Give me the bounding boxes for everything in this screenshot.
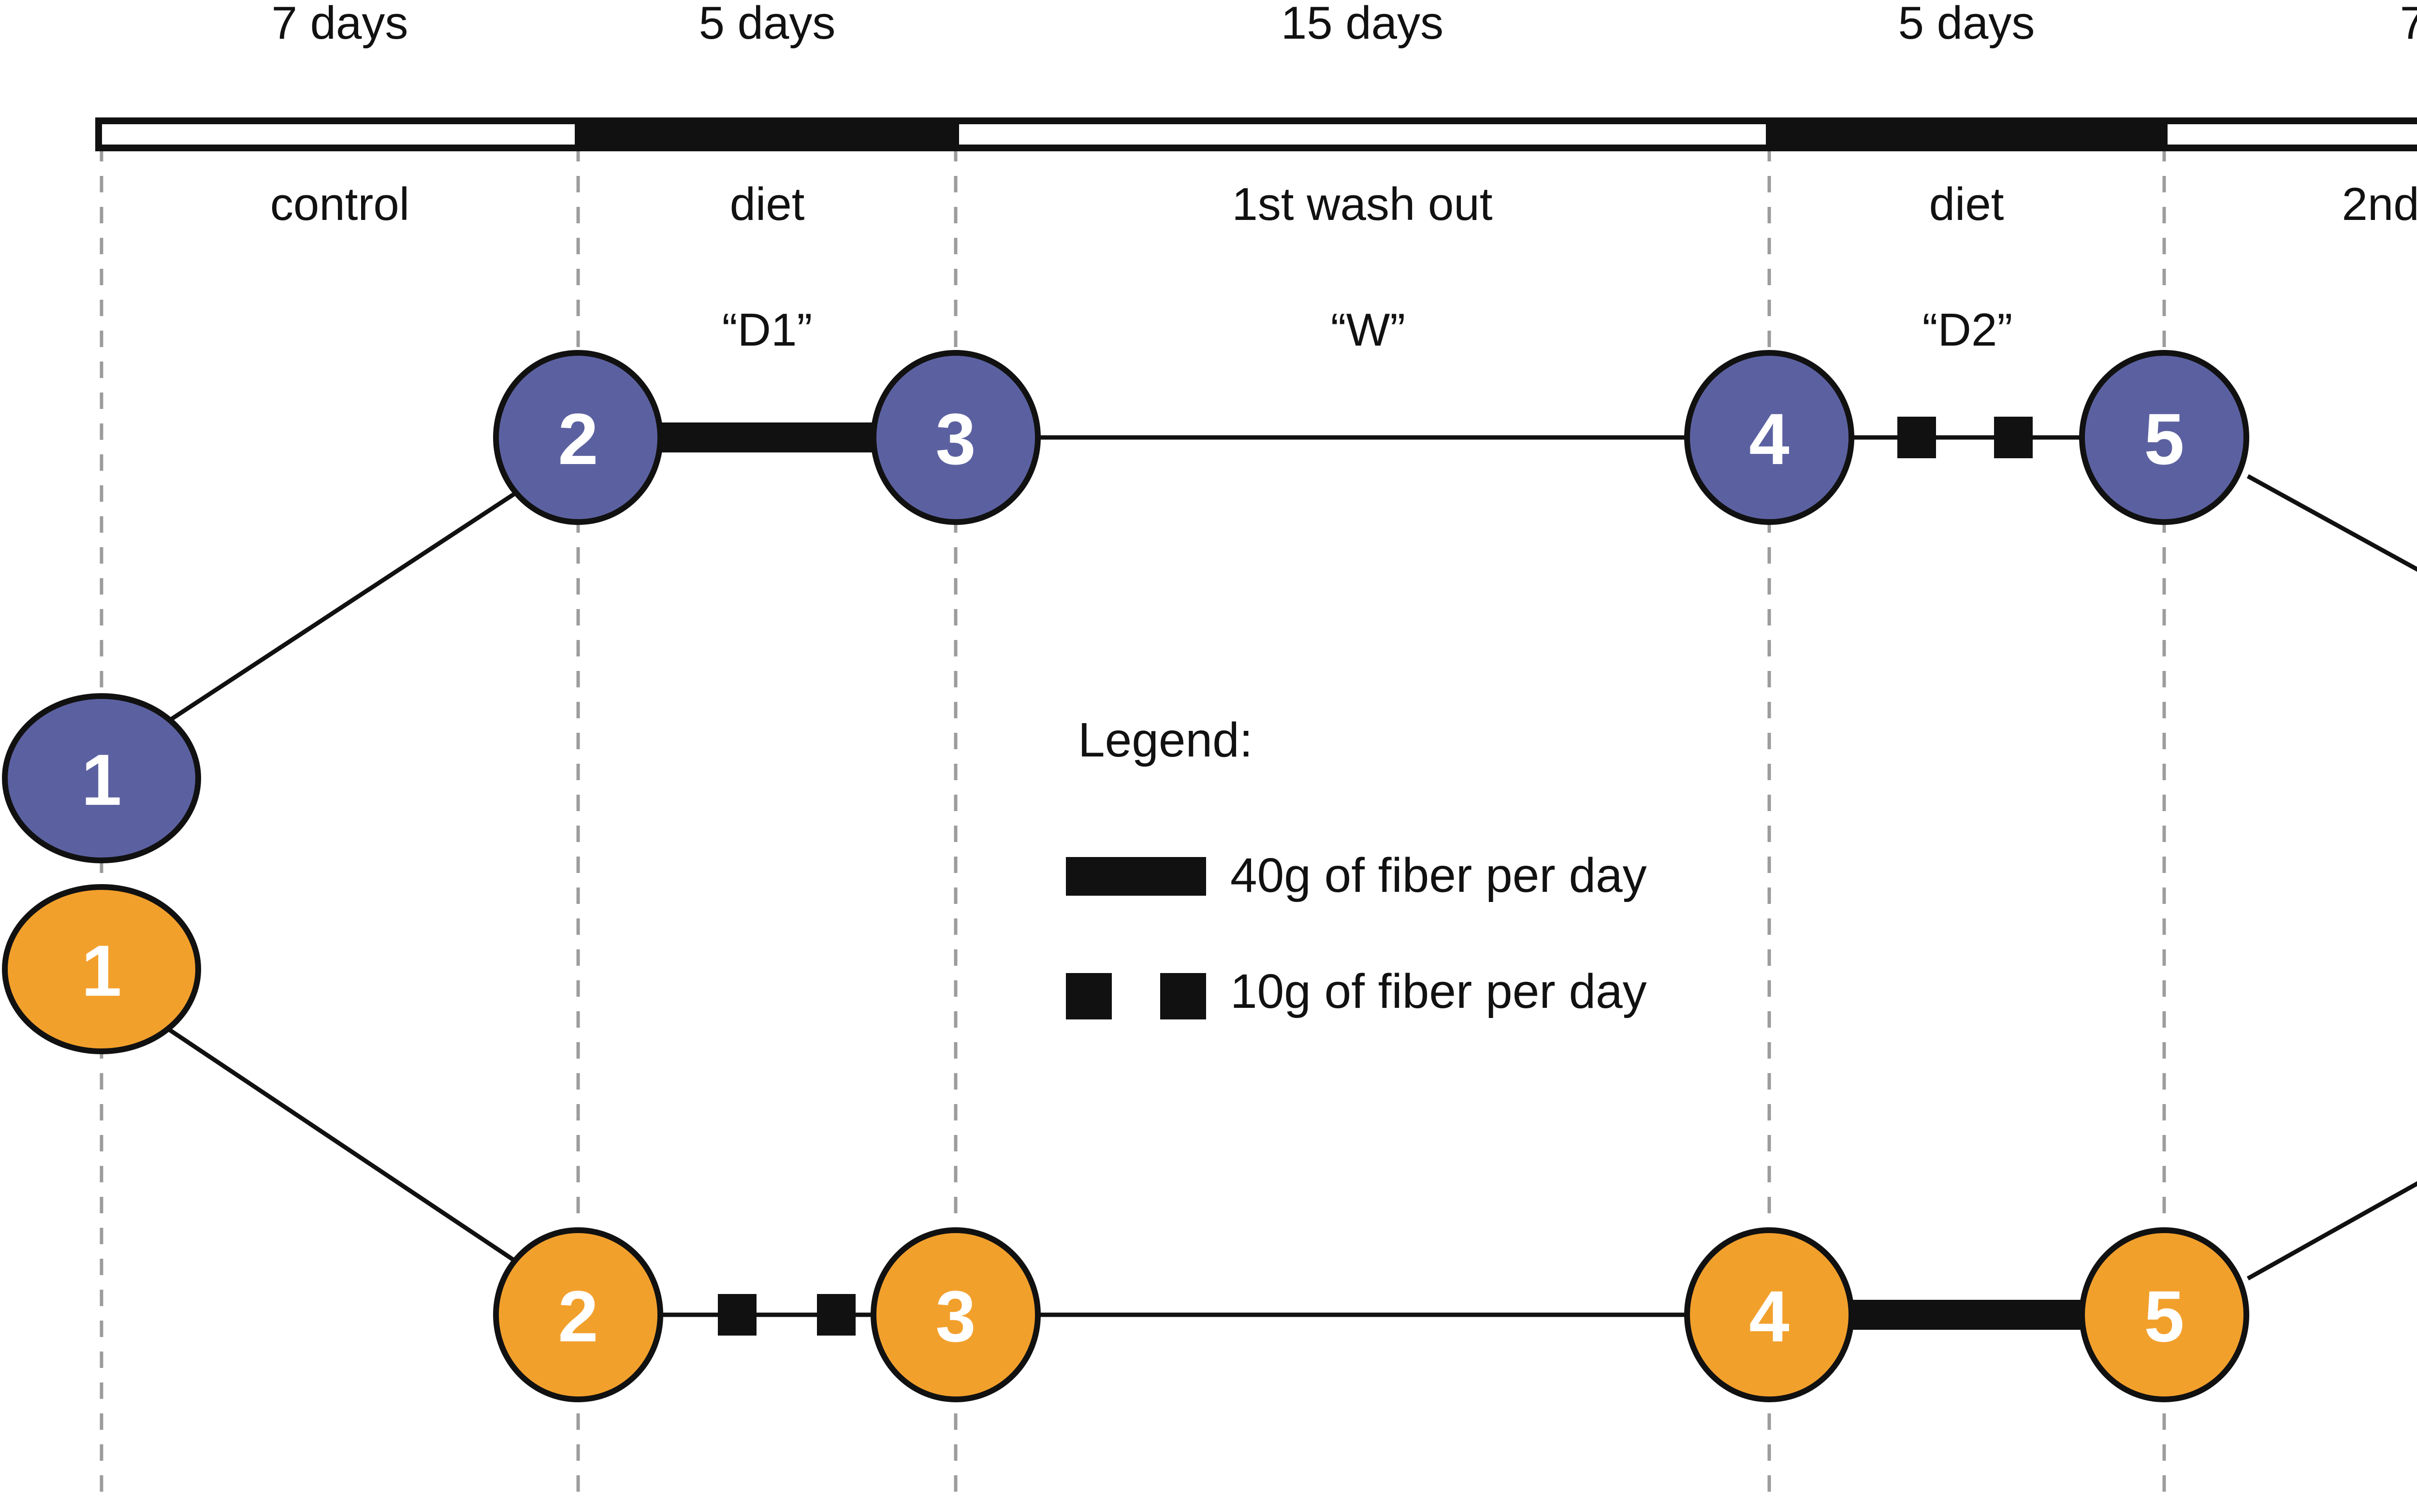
node-blue-5[interactable]: 5	[2079, 350, 2249, 525]
timeline-segment-control	[95, 117, 582, 151]
timeline-segment-diet2	[1766, 117, 2168, 151]
link-orange-2-3-dot-1	[718, 1294, 757, 1336]
node-blue-1-shape	[2, 693, 201, 863]
node-blue-3[interactable]: 3	[871, 350, 1041, 525]
link-blue-4-5-dot-1	[1897, 417, 1936, 458]
period-label-d1: “D1”	[722, 304, 813, 356]
timeline-segment-diet1	[575, 117, 959, 151]
legend-label-10g: 10g of fiber per day	[1230, 964, 1647, 1018]
timeline-segment-washout2	[2161, 117, 2417, 151]
days-label-row: 7 days 5 days 15 days 5 days 7 days	[272, 0, 2417, 49]
node-blue-2-label: 2	[558, 398, 598, 480]
legend-swatch-10g-part1	[1066, 973, 1112, 1019]
node-orange-3-label: 3	[935, 1276, 976, 1357]
link-blue-1-2	[139, 474, 543, 741]
timeline-segment-washout1	[952, 117, 1773, 151]
timeline-bar	[95, 117, 2417, 151]
phase-label-diet2: diet	[1929, 178, 2004, 230]
legend-swatch-40g	[1066, 857, 1206, 896]
node-orange-4[interactable]: 4	[1684, 1227, 1854, 1402]
node-blue-5-label: 5	[2144, 398, 2184, 480]
arm-orange: 1 2 3 4 5 6	[2, 884, 2417, 1402]
node-orange-2-label: 2	[558, 1276, 598, 1357]
node-orange-3-shape	[871, 1227, 1041, 1402]
link-orange-1-2	[139, 1008, 543, 1280]
node-blue-4-label: 4	[1749, 398, 1789, 480]
link-blue-5-6	[2246, 474, 2417, 572]
link-orange-5-6	[2246, 1181, 2417, 1280]
phase-label-washout1: 1st wash out	[1232, 178, 1493, 230]
phase-label-washout2: 2nd wash out	[2342, 178, 2417, 230]
node-orange-2-shape	[493, 1227, 663, 1402]
phase-label-diet1: diet	[730, 178, 805, 230]
node-blue-3-label: 3	[935, 398, 976, 480]
period-label-d2: “D2”	[1922, 304, 2013, 356]
days-label-washout1: 15 days	[1281, 0, 1443, 49]
arm-blue: 1 2 3 4 5 6	[2, 350, 2417, 863]
node-blue-1[interactable]: 1	[2, 693, 201, 863]
node-blue-5-shape	[2079, 350, 2249, 525]
node-orange-5-shape	[2079, 1227, 2249, 1402]
node-orange-5-label: 5	[2144, 1276, 2184, 1357]
gridline-group	[100, 145, 2166, 1503]
node-blue-4-shape	[1684, 350, 1854, 525]
legend-label-40g: 40g of fiber per day	[1230, 848, 1647, 902]
node-orange-4-shape	[1684, 1227, 1854, 1402]
legend-swatch-10g-part2	[1160, 973, 1206, 1019]
phase-label-control: control	[270, 178, 409, 230]
days-label-control: 7 days	[272, 0, 408, 49]
node-orange-1[interactable]: 1	[2, 884, 201, 1054]
node-orange-5[interactable]: 5	[2079, 1227, 2249, 1402]
node-orange-1-label: 1	[81, 930, 121, 1011]
link-blue-4-5-dot-2	[1994, 417, 2033, 458]
node-orange-3[interactable]: 3	[871, 1227, 1041, 1402]
legend: Legend: 40g of fiber per day 10g of fibe…	[1066, 713, 1647, 1019]
node-blue-3-shape	[871, 350, 1041, 525]
node-blue-2-shape	[493, 350, 663, 525]
legend-title: Legend:	[1078, 713, 1252, 767]
period-label-row: “D1” “W” “D2”	[722, 304, 2013, 356]
node-blue-1-label: 1	[81, 739, 121, 820]
days-label-diet2: 5 days	[1898, 0, 2035, 49]
node-orange-2[interactable]: 2	[493, 1227, 663, 1402]
days-label-washout2: 7 days	[2400, 0, 2417, 49]
node-blue-4[interactable]: 4	[1684, 350, 1854, 525]
node-orange-1-shape	[2, 884, 201, 1054]
link-orange-2-3-dot-2	[817, 1294, 856, 1336]
node-blue-2[interactable]: 2	[493, 350, 663, 525]
node-orange-4-label: 4	[1749, 1276, 1789, 1357]
period-label-w: “W”	[1331, 304, 1406, 356]
phase-label-row: control diet 1st wash out diet 2nd wash …	[270, 178, 2417, 230]
days-label-diet1: 5 days	[699, 0, 836, 49]
